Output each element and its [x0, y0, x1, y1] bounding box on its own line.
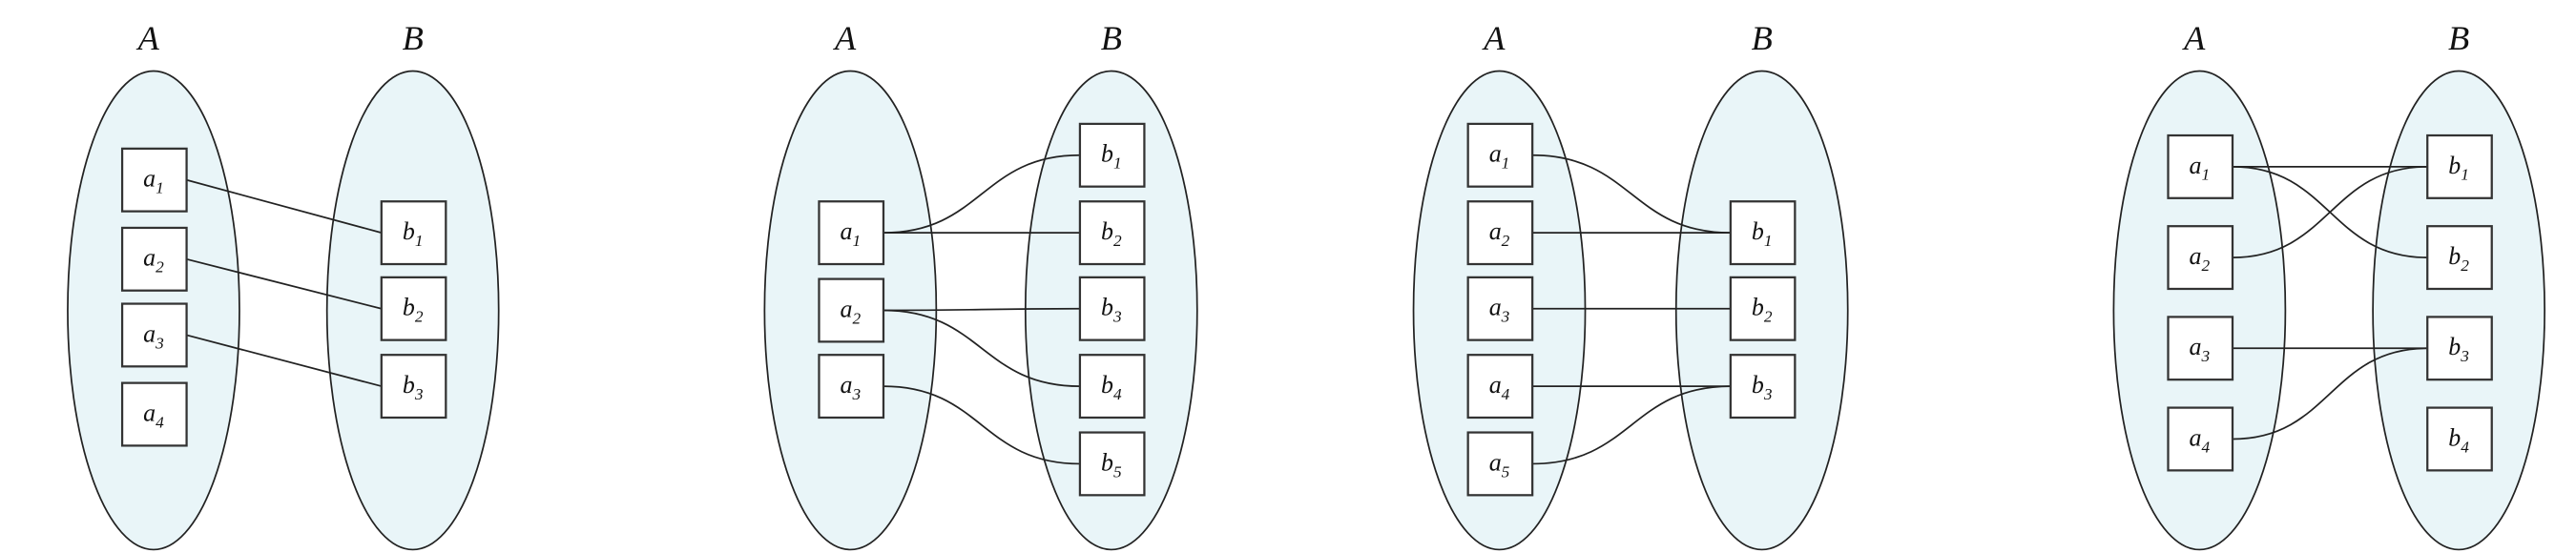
mapping-edge-a2-b2 [186, 257, 383, 310]
element-label-a4: a4 [2190, 423, 2211, 456]
element-label-b2: b2 [403, 294, 424, 326]
element-box-b1 [2426, 133, 2493, 199]
element-box-b2 [1078, 200, 1146, 266]
mapping-edge-a3-b3 [186, 334, 383, 387]
element-label-a2: a2 [2190, 242, 2211, 275]
element-label-a1: a1 [841, 217, 862, 250]
mapping-diagram-2: A Ba1 a2 a3 b1 b2 b3 b4 b5 [763, 19, 1198, 551]
element-box-a2 [120, 226, 188, 292]
set-a-label: A [833, 19, 857, 57]
element-box-b5 [1078, 431, 1146, 497]
element-box-b2 [380, 276, 447, 341]
set-b-label: B [1752, 19, 1773, 57]
set-b-label: B [1101, 19, 1122, 57]
set-b-ellipse [2372, 70, 2545, 551]
element-label-a2: a2 [1489, 217, 1510, 250]
element-label-b2: b2 [1101, 217, 1122, 250]
element-box-b2 [2426, 225, 2493, 291]
element-box-b3 [1078, 276, 1146, 341]
element-box-b1 [1729, 200, 1797, 266]
element-box-b4 [2426, 406, 2493, 472]
element-box-a1 [120, 147, 188, 213]
mapping-edge-a2-b1 [2232, 166, 2428, 258]
set-b-label: B [403, 19, 424, 57]
element-label-a2: a2 [143, 244, 164, 276]
element-box-a3 [1466, 276, 1534, 341]
set-b-label: B [2448, 19, 2469, 57]
mapping-edge-a2-b4 [883, 309, 1080, 387]
element-box-a3 [818, 354, 885, 420]
element-box-a3 [120, 302, 188, 368]
element-box-b1 [1078, 122, 1146, 188]
set-a-ellipse [2112, 70, 2287, 551]
element-box-a1 [2167, 133, 2234, 199]
element-box-a4 [120, 381, 188, 447]
set-a-label: A [2182, 19, 2206, 57]
element-label-a2: a2 [841, 295, 862, 327]
element-label-a3: a3 [841, 371, 862, 403]
mapping-edge-a1-b1 [1532, 154, 1731, 234]
mapping-diagram-3: A Ba1 a2 a3 a4 a5 b1 b2 b3 [1412, 19, 1849, 551]
element-label-b2: b2 [1752, 294, 1773, 326]
element-label-a4: a4 [143, 399, 164, 431]
element-box-a3 [2167, 316, 2234, 381]
element-box-a2 [818, 277, 885, 343]
element-box-b3 [380, 354, 447, 420]
element-label-a3: a3 [2190, 333, 2211, 365]
element-label-a1: a1 [2190, 152, 2211, 184]
element-label-b4: b4 [2448, 423, 2469, 456]
element-label-b1: b1 [1752, 217, 1773, 250]
element-box-b4 [1078, 354, 1146, 420]
element-box-b1 [380, 200, 447, 266]
set-a-label: A [1482, 19, 1506, 57]
mapping-edge-a3-b5 [883, 385, 1080, 465]
mapping-edge-a1-b1 [186, 178, 383, 234]
element-label-b5: b5 [1101, 448, 1122, 481]
element-label-b1: b1 [2448, 152, 2469, 184]
element-label-b3: b3 [1101, 294, 1122, 326]
mapping-edge-a4-b3 [2232, 347, 2428, 440]
element-label-b3: b3 [403, 371, 424, 403]
element-label-b3: b3 [1752, 371, 1773, 403]
element-box-b2 [1729, 276, 1797, 341]
element-box-a2 [2167, 225, 2234, 291]
element-box-b3 [1729, 354, 1797, 420]
mapping-edge-a5-b3 [1532, 385, 1731, 465]
mapping-edge-a2-b3 [883, 307, 1080, 312]
element-label-a3: a3 [143, 319, 164, 352]
element-label-b1: b1 [1101, 140, 1122, 173]
element-box-a1 [1466, 122, 1534, 188]
element-box-a1 [818, 200, 885, 266]
element-label-a1: a1 [143, 165, 164, 197]
element-box-b3 [2426, 316, 2493, 381]
mapping-edge-a1-b1 [883, 154, 1080, 234]
element-label-a4: a4 [1489, 371, 1510, 403]
element-box-a5 [1466, 431, 1534, 497]
element-label-a5: a5 [1489, 448, 1510, 481]
element-label-b3: b3 [2448, 333, 2469, 365]
mapping-diagram-1: A Ba1 a2 a3 a4 b1 b2 b3 [67, 19, 500, 551]
element-label-a1: a1 [1489, 140, 1510, 173]
set-a-label: A [136, 19, 160, 57]
element-box-a4 [2167, 406, 2234, 472]
element-label-a3: a3 [1489, 294, 1510, 326]
element-label-b1: b1 [403, 217, 424, 250]
mapping-diagram-4: A Ba1 a2 a3 a4 b1 b2 b3 b4 [2112, 19, 2545, 551]
element-label-b4: b4 [1101, 371, 1122, 403]
element-box-a4 [1466, 354, 1534, 420]
element-label-b2: b2 [2448, 242, 2469, 275]
element-box-a2 [1466, 200, 1534, 266]
